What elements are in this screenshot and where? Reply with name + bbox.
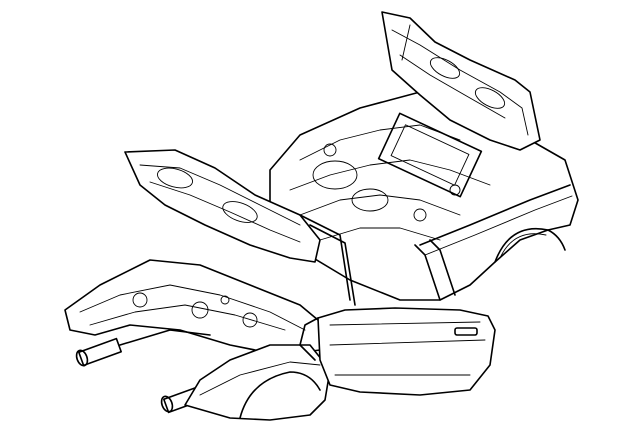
front-fender [184, 344, 331, 421]
left-door [299, 307, 496, 396]
front-hood [124, 149, 356, 306]
rear-deck-lid [381, 11, 541, 151]
